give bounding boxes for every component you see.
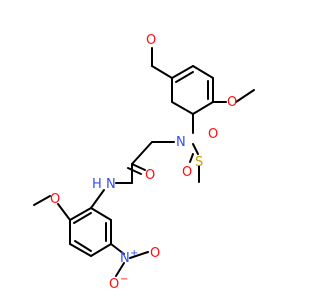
bond <box>192 143 199 155</box>
sulfonyl-sulfur: S <box>195 155 203 170</box>
bond <box>131 163 146 171</box>
methoxy-oxygen-left: O <box>50 192 60 207</box>
sulfonyl-oxygen-upper: O <box>208 127 218 142</box>
bond <box>57 203 71 221</box>
bond <box>189 153 194 163</box>
bond <box>115 262 125 277</box>
bonds <box>33 47 255 277</box>
nitro-nitrogen: N <box>120 251 130 266</box>
bond <box>192 101 214 115</box>
bond <box>110 243 125 255</box>
sulfonyl-oxygen-lower: O <box>182 165 192 180</box>
nitro-nitrogen-charge: + <box>130 248 138 259</box>
nitro-oxygen-bottom: O <box>109 277 119 292</box>
bond <box>151 65 173 79</box>
amide-hydrogen: H <box>92 177 102 192</box>
bond <box>73 212 92 224</box>
bond <box>175 71 194 83</box>
bond <box>90 189 105 209</box>
bond <box>131 141 153 165</box>
bond <box>127 167 142 175</box>
bond <box>74 240 92 252</box>
nitro-oxygen-right: O <box>150 246 160 261</box>
sulfonamide-nitrogen: N <box>176 135 186 150</box>
methoxy-oxygen-right: O <box>227 95 237 110</box>
bond <box>171 65 194 79</box>
methoxy-oxygen-top: O <box>146 33 156 48</box>
bond <box>69 207 92 221</box>
amide-nitrogen: N <box>106 177 116 192</box>
carbonyl-oxygen: O <box>145 168 155 183</box>
bond <box>90 243 112 257</box>
nitro-oxygen-bottom-charge: − <box>120 274 128 285</box>
atom-labels: O O N S O O N H O O N + O − O <box>50 33 237 292</box>
bond <box>192 65 214 79</box>
bond <box>33 195 51 206</box>
molecule-diagram: O O N S O O N H O O N + O − O <box>33 33 255 292</box>
bond <box>235 89 255 103</box>
bond <box>129 251 149 259</box>
bond <box>69 243 92 257</box>
bond <box>90 207 112 221</box>
bond <box>171 101 194 115</box>
